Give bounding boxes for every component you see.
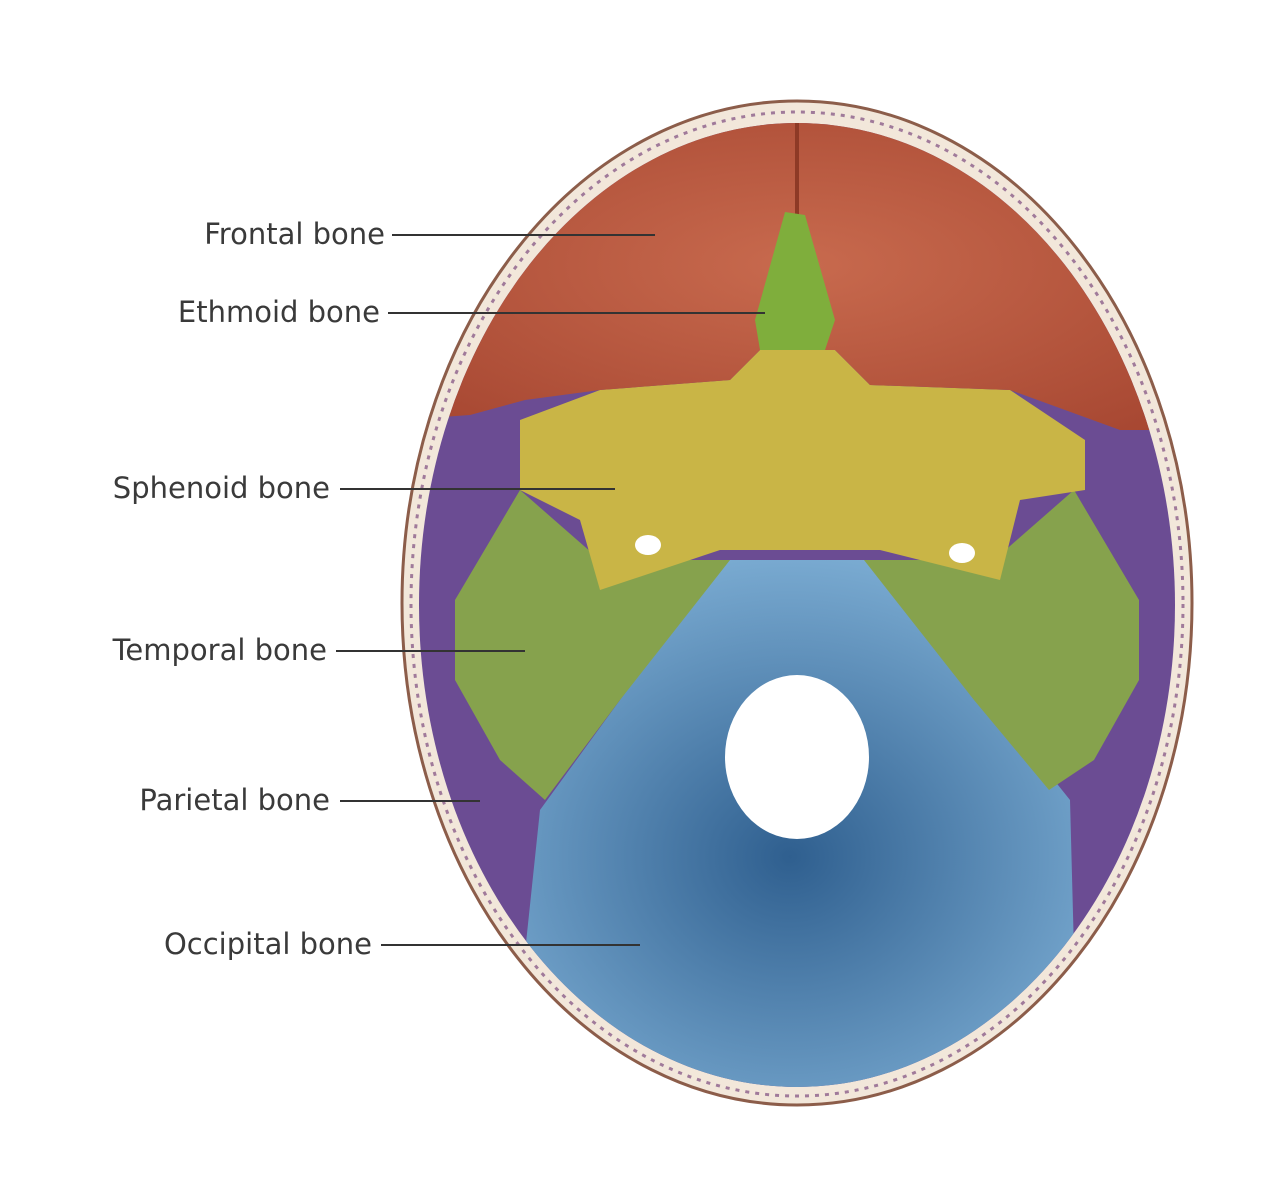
label-text: Temporal bone bbox=[112, 633, 327, 667]
label-text: Occipital bone bbox=[164, 927, 372, 961]
label-parietal: Parietal bone bbox=[139, 783, 480, 817]
label-temporal: Temporal bone bbox=[112, 633, 525, 667]
foramen-right bbox=[949, 543, 975, 563]
label-text: Frontal bone bbox=[204, 217, 385, 251]
label-text: Ethmoid bone bbox=[178, 295, 380, 329]
sphenoid-bone-region bbox=[520, 350, 1085, 590]
foramen-left bbox=[635, 535, 661, 555]
label-sphenoid: Sphenoid bone bbox=[113, 471, 615, 505]
label-text: Sphenoid bone bbox=[113, 471, 330, 505]
foramen-magnum bbox=[725, 675, 869, 839]
temporal-bone-right-region bbox=[864, 490, 1139, 790]
label-frontal: Frontal bone bbox=[204, 217, 655, 251]
label-text: Parietal bone bbox=[139, 783, 330, 817]
ethmoid-bone-region bbox=[755, 212, 835, 350]
label-occipital: Occipital bone bbox=[164, 927, 640, 961]
label-ethmoid: Ethmoid bone bbox=[178, 295, 765, 329]
skull-rim-diploe bbox=[409, 110, 1185, 1098]
